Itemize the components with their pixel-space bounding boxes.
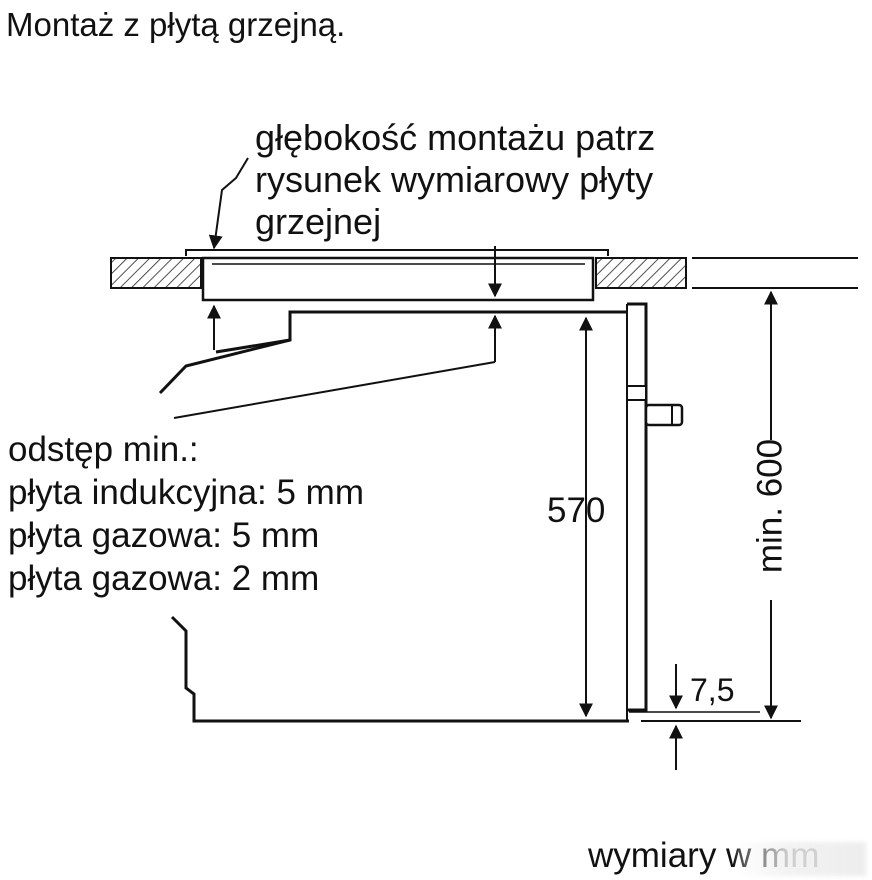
depth-note: głębokość montażu patrz rysunek wymiarow… bbox=[255, 117, 655, 243]
worktop-right-section bbox=[595, 257, 687, 289]
depth-note-leader bbox=[208, 157, 249, 250]
oven-control-strip bbox=[626, 385, 647, 401]
depth-note-line: rysunek wymiarowy płyty bbox=[255, 159, 654, 200]
gap-note-line: płyta gazowa: 5 mm bbox=[8, 516, 320, 555]
oven-bottom-profile bbox=[170, 615, 629, 723]
depth-note-line: grzejnej bbox=[255, 201, 382, 242]
dim-570-label: 570 bbox=[547, 491, 606, 530]
oven-top-profile bbox=[215, 310, 629, 354]
worktop-left-section bbox=[110, 257, 202, 289]
watermark bbox=[736, 842, 866, 876]
gap-note-line: płyta indukcyjna: 5 mm bbox=[8, 473, 364, 512]
gap-note-line: odstęp min.: bbox=[8, 430, 199, 469]
diagram-title: Montaż z płytą grzejną. bbox=[6, 6, 346, 43]
dim-600-label: min. 600 bbox=[750, 438, 790, 574]
oven-knob bbox=[644, 403, 684, 427]
hob-body bbox=[201, 256, 595, 302]
gap-note-line: płyta gazowa: 2 mm bbox=[8, 559, 320, 598]
hob-rim bbox=[185, 249, 609, 256]
dim-75-label: 7,5 bbox=[690, 672, 735, 708]
gap-note-leader bbox=[173, 361, 496, 419]
gap-note: odstęp min.: płyta indukcyjna: 5 mm płyt… bbox=[8, 428, 364, 600]
oven-front-panel bbox=[627, 302, 648, 712]
depth-note-line: głębokość montażu patrz bbox=[255, 117, 656, 158]
oven-top-break bbox=[158, 338, 291, 395]
